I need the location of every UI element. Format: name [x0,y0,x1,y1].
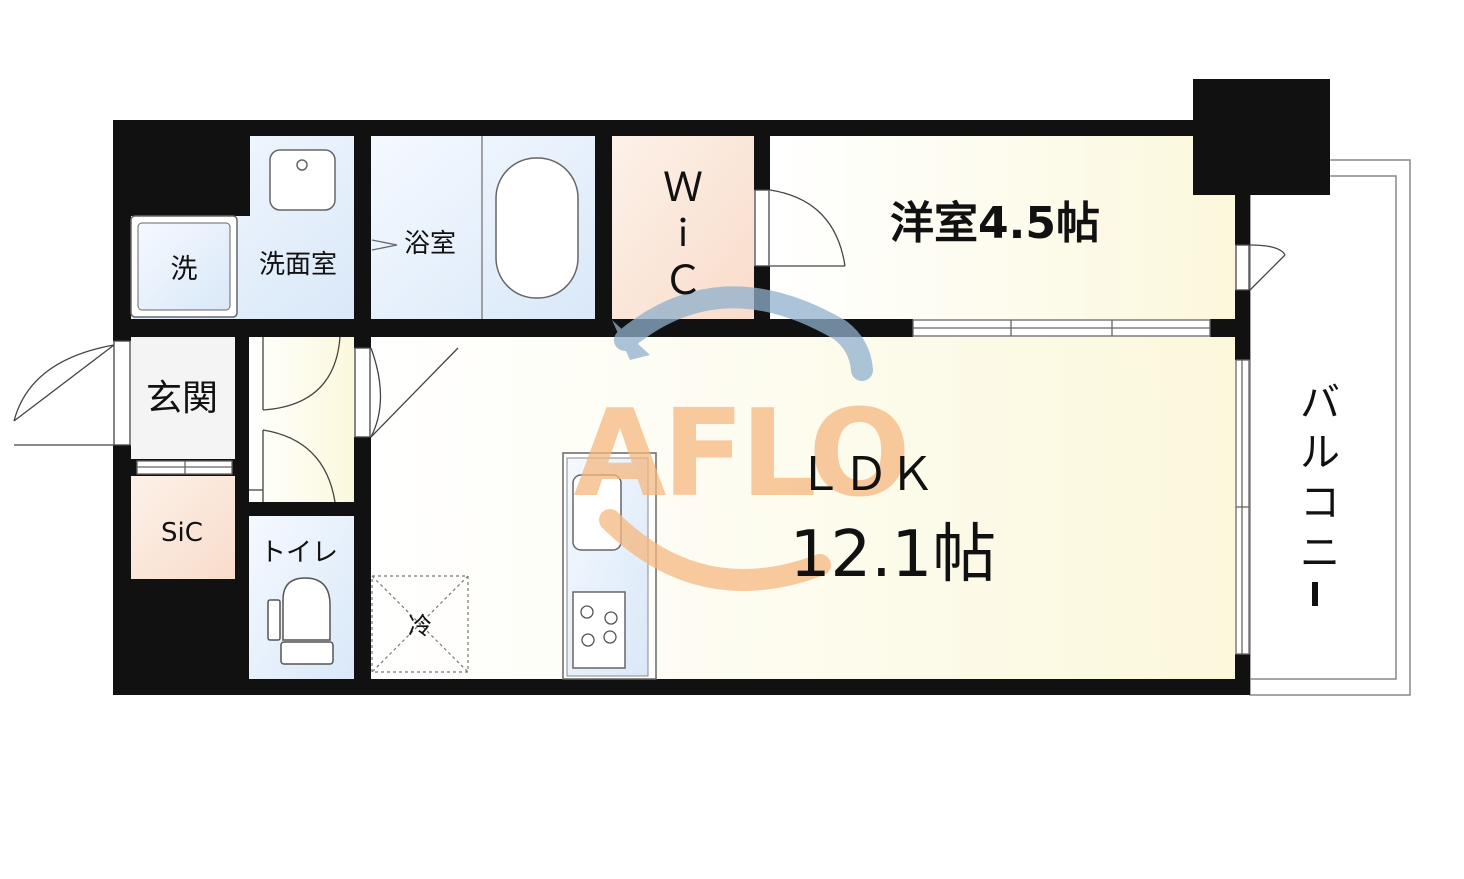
toilet-label: トイレ [260,538,338,568]
entrance-label: 玄関 [146,378,218,419]
walls [113,79,1330,695]
washbasin-icon [269,149,336,211]
watermark: AFLO [573,286,911,591]
washer-label: 洗 [171,254,198,285]
wic-label-c: Ｃ [663,258,703,304]
watermark-text: AFLO [573,385,906,524]
sic-label: SiC [161,518,203,548]
svg-text:ル: ル [1300,430,1340,476]
washroom-label: 洗面室 [259,250,337,280]
bathroom-label: 浴室 [404,229,456,259]
western-room-label: 洋室4.5帖 [890,198,1100,249]
swing-doors [13,189,1286,503]
sic-room [131,476,235,579]
fridge-space [371,575,469,673]
stove-icon [580,605,618,647]
wic-label-w: Ｗ [663,165,703,211]
svg-text:コ: コ [1300,480,1340,526]
ldk-size: 12.1帖 [790,518,997,592]
toilet-icon [267,577,334,665]
svg-text:ニ: ニ [1300,530,1340,576]
hallway [249,337,354,502]
sliding-doors [136,319,1250,655]
western-room [770,136,1235,319]
kitchen-counter [562,452,657,680]
entrance [131,337,235,459]
balcony-label: バ ル コ ニ ー [1300,380,1340,617]
bathtub-icon [371,136,579,319]
ldk-room [371,337,1235,679]
ldk-label: ＬＤＫ [797,447,935,501]
balcony [1249,159,1411,696]
svg-text:ー: ー [1320,615,1321,617]
svg-text:バ: バ [1300,380,1340,426]
washer-space [130,215,238,318]
fridge-label: 冷 [408,612,432,640]
wic-label-i: ｉ [665,214,701,255]
